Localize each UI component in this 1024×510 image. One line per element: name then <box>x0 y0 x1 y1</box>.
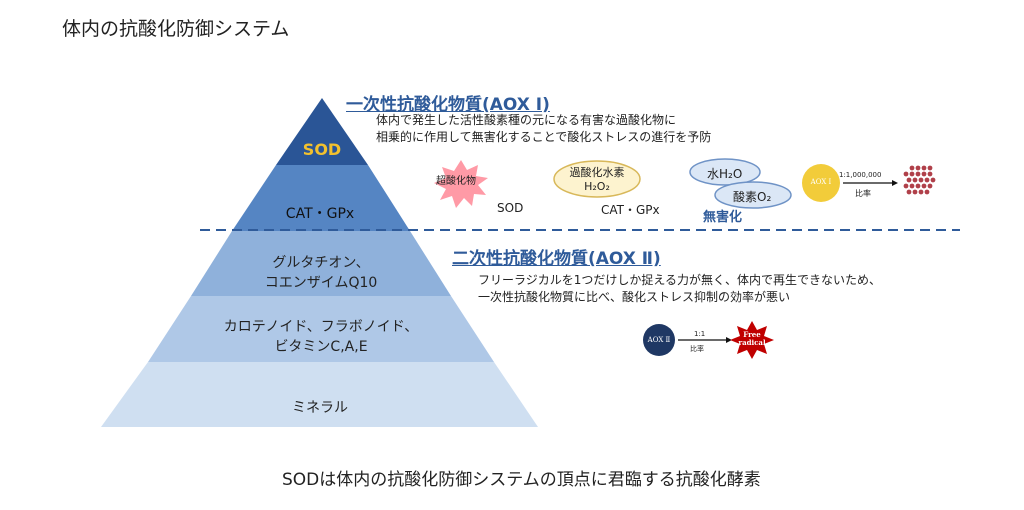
aox1-ratio-label: 比率 <box>855 189 871 198</box>
aox2-ratio-label: 比率 <box>690 345 704 353</box>
secondary-ratio-diagram <box>643 321 774 359</box>
footer-caption: SODは体内の抗酸化防御システムの頂点に君臨する抗酸化酵素 <box>282 470 761 490</box>
pyramid-label-level3-line2: コエンザイムQ10 <box>264 275 378 292</box>
aox1-ratio-value: 1:1,000,000 <box>839 171 882 179</box>
aox1-arrowhead-icon <box>892 180 898 186</box>
pyramid-level-2 <box>232 165 410 231</box>
oxygen-label: 酸素O₂ <box>733 190 772 204</box>
superoxide-label: 超酸化物 <box>436 176 476 187</box>
pyramid-label-level3-line1: グルタチオン、 <box>272 255 370 271</box>
free-radical-line1: Free <box>743 330 761 339</box>
molecule-dot-cluster <box>903 165 936 195</box>
hydrogen-peroxide-label: 過酸化水素 H₂O₂ <box>558 166 636 195</box>
pyramid-level-5 <box>101 362 538 427</box>
pyramid-label-level4: カロテノイド、フラボノイド、 ビタミンC,A,E <box>171 317 471 358</box>
free-radical-star-icon <box>730 321 774 359</box>
secondary-antioxidant-description: フリーラジカルを1つだけしか捉える力が無く、体内で再生できないため、 一次性抗酸… <box>478 272 881 307</box>
aox1-badge-circle <box>802 164 840 202</box>
pyramid-label-sod: SOD <box>302 140 342 159</box>
pyramid-level-3 <box>191 231 451 296</box>
hydrogen-peroxide-line2: H₂O₂ <box>584 180 610 194</box>
oxygen-oval <box>714 181 792 209</box>
primary-desc-line2: 相乗的に作用して無害化することで酸化ストレスの進行を予防 <box>376 130 712 145</box>
aox2-arrowhead-icon <box>726 337 732 343</box>
hydrogen-peroxide-line1: 過酸化水素 <box>569 166 625 179</box>
free-radical-label: Free radical <box>735 330 769 348</box>
pyramid-level-4 <box>148 296 494 362</box>
pyramid-label-mineral: ミネラル <box>292 400 348 416</box>
superoxide-burst-icon <box>434 160 488 208</box>
sod-arrow-label: SOD <box>497 201 524 215</box>
pyramid-label-level3: グルタチオン、 コエンザイムQ10 <box>221 253 421 294</box>
page-title: 体内の抗酸化防御システム <box>62 18 290 40</box>
pyramid-label-cat-gpx: CAT・GPx <box>285 206 355 222</box>
primary-antioxidant-title: 一次性抗酸化物質(AOX Ⅰ) <box>346 95 550 115</box>
water-label: 水H₂O <box>707 167 743 181</box>
cat-gpx-arrow-label: CAT・GPx <box>601 203 660 217</box>
secondary-antioxidant-title: 二次性抗酸化物質(AOX Ⅱ) <box>452 249 661 269</box>
secondary-desc-line1: フリーラジカルを1つだけしか捉える力が無く、体内で再生できないため、 <box>478 273 882 287</box>
primary-antioxidant-description: 体内で発生した活性酸素種の元になる有害な過酸化物に 相乗的に作用して無害化するこ… <box>376 112 711 147</box>
pyramid-label-level4-line2: ビタミンC,A,E <box>274 339 368 356</box>
free-radical-line2: radical <box>738 338 766 348</box>
aox1-badge-label: AOX Ⅰ <box>810 178 832 186</box>
aox2-badge-label: AOX Ⅱ <box>647 336 671 344</box>
primary-desc-line1: 体内で発生した活性酸素種の元になる有害な過酸化物に <box>376 113 677 127</box>
aox2-badge-circle <box>643 324 675 356</box>
reaction-diagram <box>434 158 936 209</box>
harmless-label: 無害化 <box>703 210 743 225</box>
water-oval <box>689 158 761 186</box>
aox2-ratio-value: 1:1 <box>694 330 706 338</box>
hydrogen-peroxide-oval <box>553 160 641 198</box>
pyramid-label-level4-line1: カロテノイド、フラボノイド、 <box>223 319 419 335</box>
secondary-desc-line2: 一次性抗酸化物質に比べ、酸化ストレス抑制の効率が悪い <box>478 290 791 305</box>
pyramid-level-1 <box>276 98 368 165</box>
